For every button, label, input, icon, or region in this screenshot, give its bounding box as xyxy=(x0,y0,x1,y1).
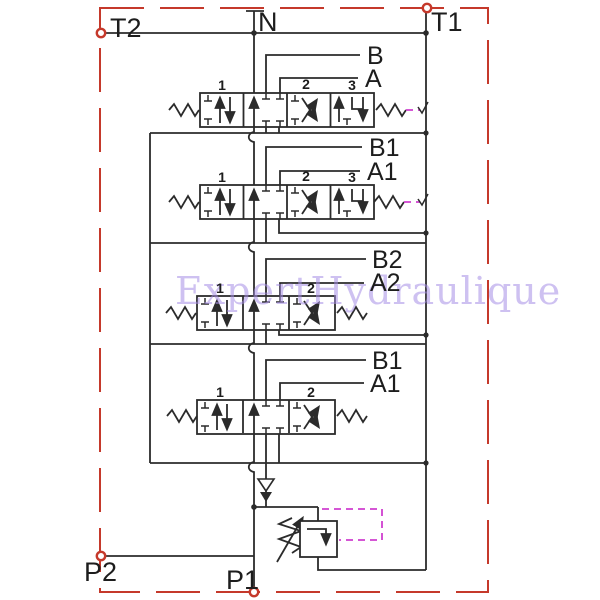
position-number: 1 xyxy=(218,169,226,185)
port-rings xyxy=(95,2,433,598)
valve-section-1 xyxy=(168,92,429,128)
valve-section-2 xyxy=(168,184,429,220)
position-number: 2 xyxy=(307,280,315,296)
position-number: 3 xyxy=(348,77,356,93)
position-number: 1 xyxy=(216,384,224,400)
position-number: 1 xyxy=(218,77,226,93)
port-label-v2-a1: A1 xyxy=(367,158,398,186)
relief-valve-icon xyxy=(276,515,338,563)
port-label-v4-a1: A1 xyxy=(370,370,401,398)
port-label-v1-b: B xyxy=(367,42,384,70)
junction-dots xyxy=(251,30,429,510)
port-label-v3-a2: A2 xyxy=(370,269,401,297)
position-number: 3 xyxy=(348,169,356,185)
watermark-text: ExpertHydraulique xyxy=(175,269,561,313)
port-label-v4-b1: B1 xyxy=(372,347,403,375)
check-valve-icon xyxy=(256,478,276,502)
valve-section-4 xyxy=(166,399,368,435)
check-mark-icon xyxy=(417,193,429,207)
wiring-lines xyxy=(101,8,427,592)
port-ring-t1 xyxy=(421,2,433,14)
adjustment-arrow-icon xyxy=(276,515,304,563)
spring-icon xyxy=(375,103,407,117)
check-mark-icon xyxy=(417,101,429,115)
spring-icon xyxy=(168,103,200,117)
port-label-v1-a: A xyxy=(365,65,382,93)
spring-icon xyxy=(168,195,200,209)
position-number: 2 xyxy=(302,168,310,184)
spring-icon xyxy=(373,195,405,209)
terminal-label-p1: P1 xyxy=(226,565,259,595)
valve-section-3 xyxy=(165,295,368,331)
port-label-v3-b2: B2 xyxy=(372,246,403,274)
terminal-label-t1: T1 xyxy=(431,7,463,37)
port-ring-p1 xyxy=(248,586,260,598)
position-number: 2 xyxy=(307,384,315,400)
terminal-label-t2: T2 xyxy=(110,13,142,43)
terminal-label-p2: P2 xyxy=(84,557,117,587)
port-ring-p2 xyxy=(95,550,107,562)
adjustable-spring-icon xyxy=(276,517,304,554)
spring-icon xyxy=(166,409,198,423)
pilot-line xyxy=(322,508,383,541)
valve-block-boundary xyxy=(99,7,489,593)
spring-icon xyxy=(336,409,368,423)
terminal-label-n: N xyxy=(258,7,278,37)
port-ring-t2 xyxy=(95,27,107,39)
position-number: 1 xyxy=(216,280,224,296)
position-number: 2 xyxy=(302,76,310,92)
port-label-v2-b1: B1 xyxy=(369,134,400,162)
